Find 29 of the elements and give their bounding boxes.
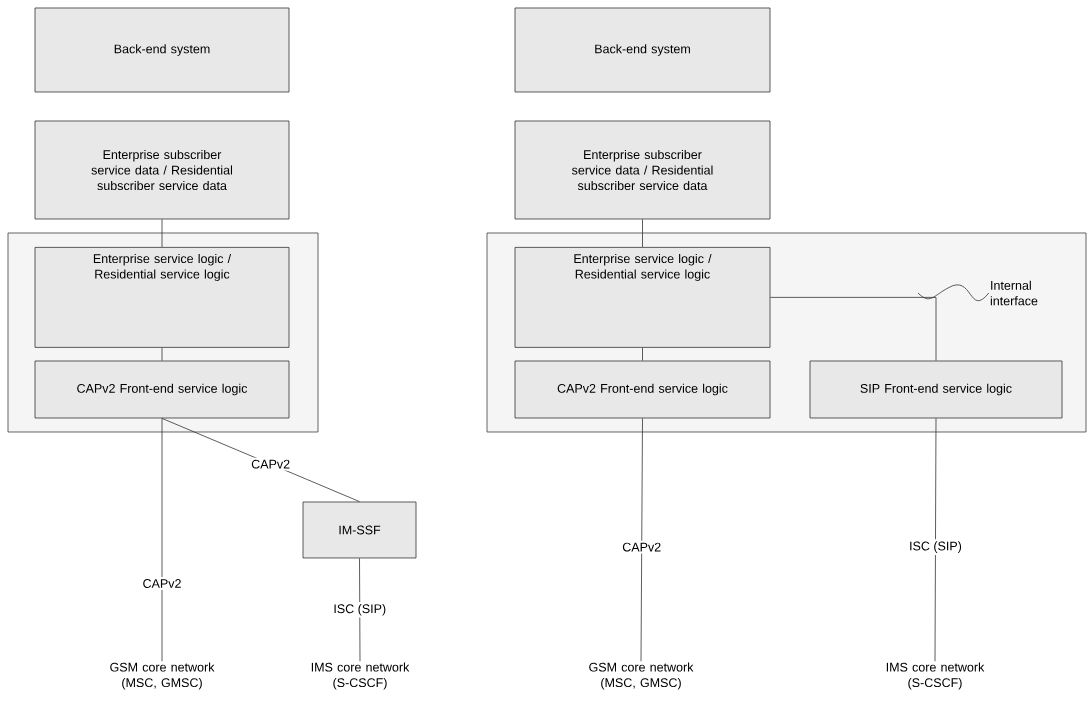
network-label: IMS core network (S-CSCF)	[886, 662, 985, 690]
process-box: CAPv2 Front-end service logic	[34, 360, 290, 419]
process-box: Enterprise subscriber service data / Residential subscriber service data	[514, 120, 771, 220]
connector-line	[642, 219, 643, 248]
network-label: GSM core network (MSC, GMSC)	[589, 662, 694, 690]
process-box: SIP Front-end service logic	[809, 360, 1063, 419]
process-box: CAPv2 Front-end service logic	[514, 360, 771, 419]
connector-line	[640, 418, 643, 662]
process-box: Back-end system	[34, 7, 290, 93]
edge-label: ISC (SIP)	[331, 602, 389, 618]
connector-line	[642, 347, 643, 361]
connector-line	[161, 219, 163, 248]
connector-line	[161, 418, 163, 662]
edge-label: CAPv2	[249, 457, 293, 471]
process-box: Enterprise service logic / Residential service logic	[34, 247, 290, 348]
edge-label: CAPv2	[140, 577, 184, 590]
leader-line	[917, 284, 990, 302]
connector-line	[934, 418, 937, 662]
process-box: Back-end system	[514, 7, 771, 93]
process-box: IM-SSF	[302, 501, 417, 559]
network-label: IMS core network (S-CSCF)	[311, 662, 410, 690]
process-box: Enterprise subscriber service data / Residential subscriber service data	[34, 120, 290, 220]
connector-line	[770, 297, 937, 361]
process-box: Enterprise service logic / Residential service logic	[514, 247, 771, 348]
edge-label: ISC (SIP)	[907, 539, 964, 555]
network-label: GSM core network (MSC, GMSC)	[110, 662, 215, 690]
connector-line	[161, 347, 163, 361]
edge-label: CAPv2	[620, 540, 664, 554]
annotation-text: Internal interface	[990, 280, 1038, 306]
